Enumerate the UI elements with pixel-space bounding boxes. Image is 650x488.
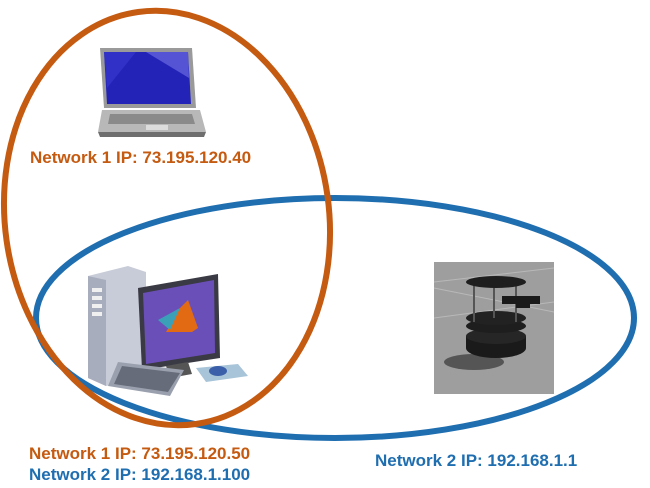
desktop-network-2-ip-label: Network 2 IP: 192.168.1.100 (29, 465, 251, 484)
laptop-network-1-ip-label: Network 1 IP: 73.195.120.40 (30, 148, 252, 167)
desktop-matlab-icon (88, 266, 248, 396)
network-1-ellipse (0, 7, 334, 429)
laptop-icon (98, 48, 206, 137)
turtlebot-robot-icon (433, 262, 555, 394)
network-2-ellipse (33, 195, 637, 441)
desktop-network-1-ip-label: Network 1 IP: 73.195.120.50 (29, 444, 251, 463)
robot-network-2-ip-label: Network 2 IP: 192.168.1.1 (375, 451, 578, 470)
